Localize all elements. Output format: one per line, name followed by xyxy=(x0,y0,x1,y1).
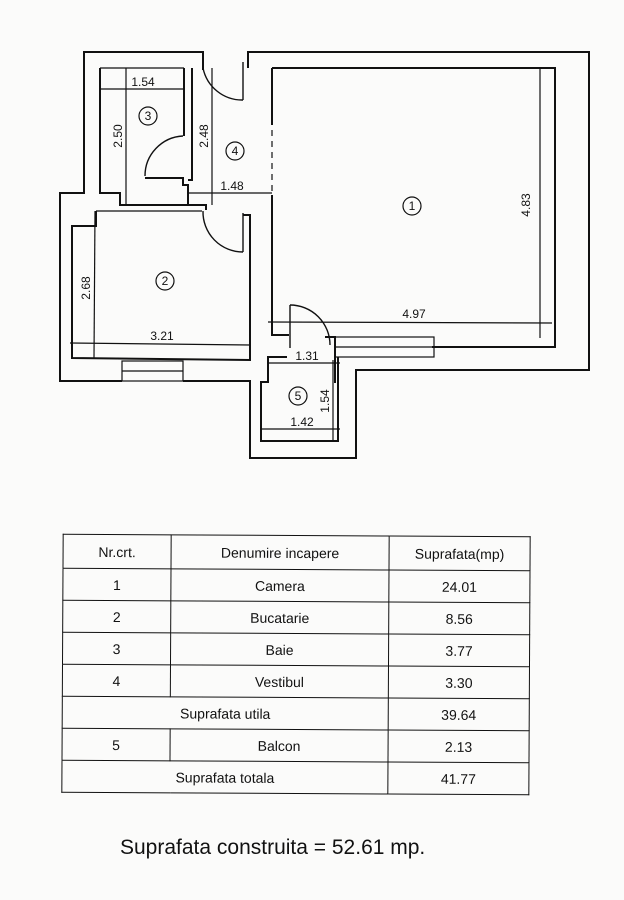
cell-area: 3.77 xyxy=(388,633,530,667)
svg-text:5: 5 xyxy=(295,389,302,403)
dim-line xyxy=(69,342,251,346)
dim-label: 1.48 xyxy=(220,179,244,193)
cell-name: Bucatarie xyxy=(170,600,389,634)
room-marker-3: 3 xyxy=(138,106,158,126)
total-row: Suprafata totala 41.77 xyxy=(61,760,529,795)
cell-name: Balcon xyxy=(169,728,389,762)
wall-room-2 xyxy=(71,211,251,362)
table-row: 4 Vestibul 3.30 xyxy=(62,664,530,699)
cell-nr: 2 xyxy=(62,600,171,633)
dim-line xyxy=(93,210,96,359)
room-marker-1: 1 xyxy=(402,196,422,216)
subtotal-label: Suprafata utila xyxy=(62,696,389,730)
header-name: Denumire incapere xyxy=(170,534,390,570)
dim-label: 1.54 xyxy=(318,389,332,413)
dim-label: 4.97 xyxy=(402,307,426,321)
dim-label: 3.21 xyxy=(150,329,174,343)
wall-room-5 xyxy=(260,356,339,442)
cell-area: 2.13 xyxy=(387,729,530,763)
header-area: Suprafata(mp) xyxy=(388,535,531,571)
door-swing-entry xyxy=(202,67,244,101)
room-marker-4: 4 xyxy=(225,141,245,161)
table-row: 5 Balcon 2.13 xyxy=(61,728,530,763)
subtotal-row: Suprafata utila 39.64 xyxy=(62,696,530,731)
cell-name: Baie xyxy=(170,632,389,666)
outer-wall-outline xyxy=(59,51,590,459)
dim-label: 4.83 xyxy=(519,193,533,217)
cell-nr: 5 xyxy=(61,728,171,761)
area-table: Nr.crt. Denumire incapere Suprafata(mp) … xyxy=(61,534,531,795)
window-kitchen xyxy=(121,360,184,382)
svg-text:2: 2 xyxy=(162,274,169,288)
table-row: 2 Bucatarie 8.56 xyxy=(62,600,530,635)
dim-label: 1.31 xyxy=(295,349,319,363)
floor-plan: 1 2 3 4 5 4.83 4.97 2.68 3.21 2.50 1.54 … xyxy=(59,51,590,459)
table-header: Nr.crt. Denumire incapere Suprafata(mp) xyxy=(63,534,531,571)
table-row: 3 Baie 3.77 xyxy=(62,632,530,667)
wall-room-4 xyxy=(188,68,207,210)
header-nr: Nr.crt. xyxy=(63,534,172,569)
cell-area: 24.01 xyxy=(388,569,530,603)
cell-nr: 4 xyxy=(62,664,171,697)
table-row: 1 Camera 24.01 xyxy=(62,568,530,603)
dim-line xyxy=(267,321,553,324)
cell-name: Camera xyxy=(170,568,389,602)
cell-area: 3.30 xyxy=(388,665,530,699)
svg-text:1: 1 xyxy=(409,199,416,213)
door-swing-bath xyxy=(144,135,184,177)
wall-room-1 xyxy=(271,67,556,383)
window-balcony xyxy=(334,336,435,358)
svg-text:4: 4 xyxy=(232,144,239,158)
total-label: Suprafata totala xyxy=(61,760,388,794)
svg-text:3: 3 xyxy=(145,109,152,123)
room-marker-5: 5 xyxy=(288,386,308,406)
cell-nr: 3 xyxy=(62,632,171,665)
dim-label: 2.50 xyxy=(111,124,125,148)
cell-name: Vestibul xyxy=(170,664,389,698)
subtotal-area: 39.64 xyxy=(388,697,530,731)
dim-label: 2.48 xyxy=(197,124,211,148)
outer-wall xyxy=(84,51,204,70)
cell-nr: 1 xyxy=(62,568,171,601)
room-marker-2: 2 xyxy=(155,271,175,291)
dim-label: 1.42 xyxy=(290,415,314,429)
total-area: 41.77 xyxy=(387,761,529,795)
door-swing-balcony xyxy=(289,304,331,346)
door-swing-kitchen xyxy=(202,210,244,253)
dim-label: 2.68 xyxy=(79,276,93,300)
dim-label: 1.54 xyxy=(131,75,155,89)
cell-area: 8.56 xyxy=(388,601,530,635)
built-area-caption: Suprafata construita = 52.61 mp. xyxy=(120,836,426,859)
